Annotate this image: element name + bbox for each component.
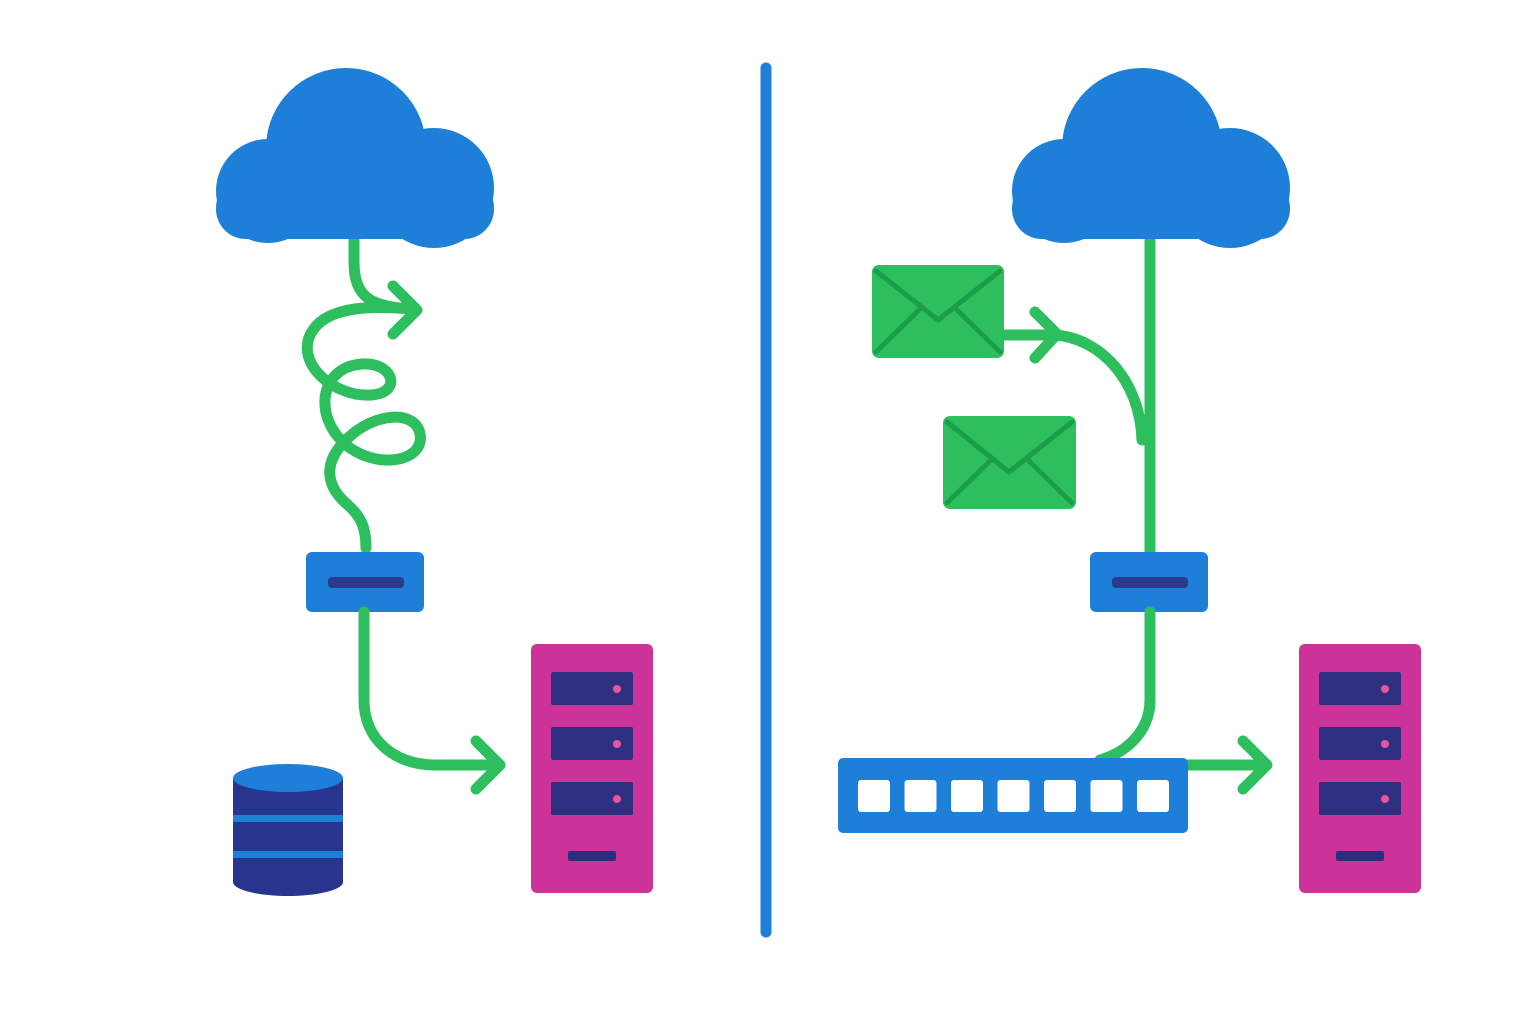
arrow-right-icon (1237, 735, 1273, 795)
server-bay (1319, 727, 1401, 760)
server-rack-icon (1299, 644, 1421, 893)
switch-port (951, 780, 983, 812)
server-bay (1319, 672, 1401, 705)
module-to-switch-link (1094, 606, 1156, 766)
network-module-icon (306, 552, 424, 612)
status-led-icon (613, 740, 621, 748)
server-bay (551, 672, 633, 705)
tangled-link (301, 224, 426, 554)
switch-port (997, 780, 1030, 812)
right-panel (838, 68, 1421, 893)
switch-port (858, 780, 890, 812)
module-to-server-link (358, 606, 506, 771)
cloud-icon (1012, 68, 1290, 248)
status-led-icon (1381, 685, 1389, 693)
status-led-icon (613, 685, 621, 693)
left-panel (216, 68, 653, 896)
server-drive-slot (1336, 851, 1384, 861)
switch-port (1044, 780, 1076, 812)
envelope-icon (872, 265, 1004, 358)
network-switch-icon (838, 758, 1188, 833)
status-led-icon (1381, 795, 1389, 803)
database-icon (233, 764, 343, 896)
switch-port (1090, 780, 1123, 812)
switch-port (1137, 780, 1169, 812)
cloud-icon (216, 68, 494, 248)
server-rack-icon (531, 644, 653, 893)
server-bay (1319, 782, 1401, 815)
server-body (531, 644, 653, 893)
server-bay (551, 782, 633, 815)
arrow-right-icon (1029, 306, 1063, 364)
server-body (1299, 644, 1421, 893)
status-led-icon (613, 795, 621, 803)
switch-port (904, 780, 937, 812)
envelope-icon (943, 416, 1076, 509)
server-drive-slot (568, 851, 616, 861)
status-led-icon (1381, 740, 1389, 748)
arrow-right-icon (470, 735, 506, 795)
server-bay (551, 727, 633, 760)
network-module-icon (1090, 552, 1208, 612)
arrow-right-icon (387, 280, 423, 340)
